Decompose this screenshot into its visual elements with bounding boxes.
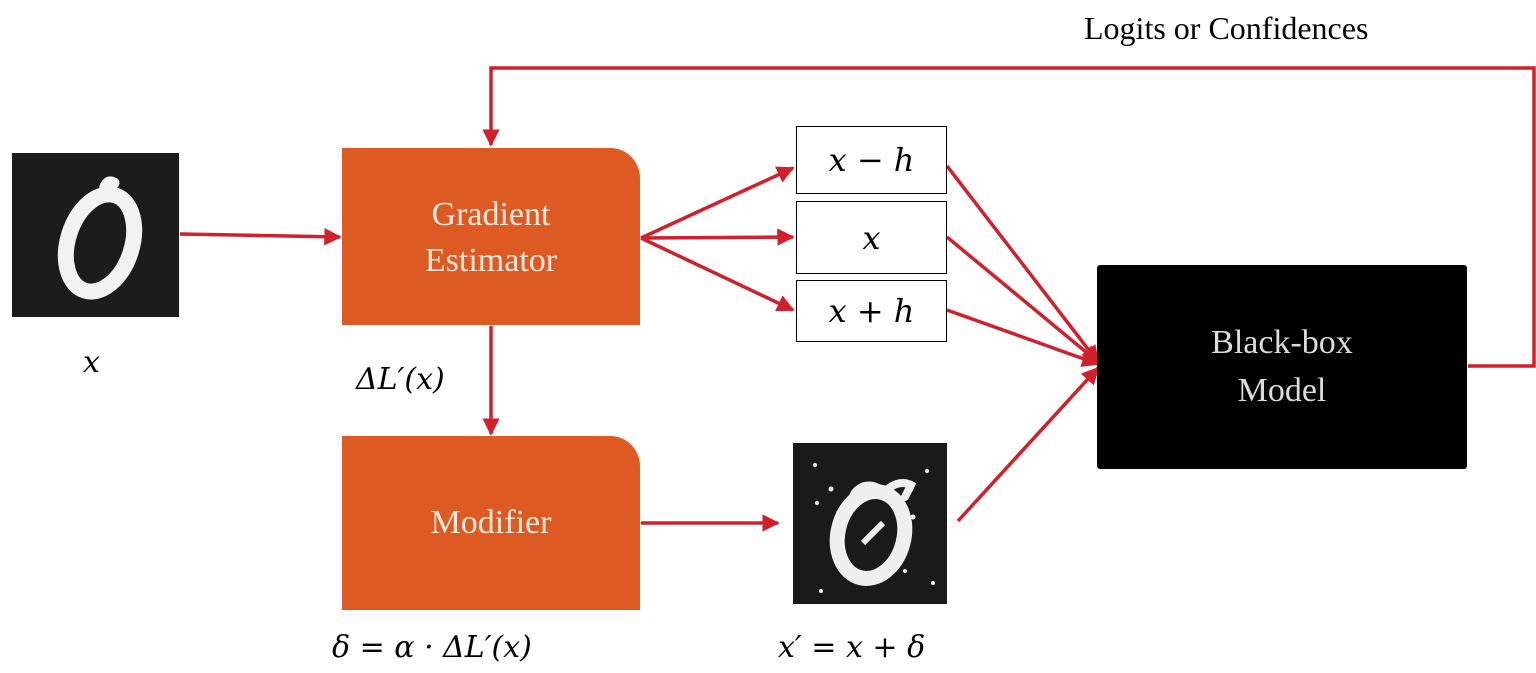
adversarial-label: x′ = x + δ: [778, 630, 926, 665]
blackbox-line2: Model: [1237, 372, 1327, 409]
feedback-label: Logits or Confidences: [1084, 10, 1369, 46]
perturbation-formula: δ = α · ΔL′(x): [332, 630, 532, 665]
probe-center-box: x: [796, 201, 947, 274]
blackbox-model-block: Black-box Model: [1097, 265, 1467, 469]
input-label: x: [83, 345, 100, 380]
gradient-estimator-block: Gradient Estimator: [342, 148, 640, 325]
adversarial-digit-image: [793, 443, 947, 604]
probe-plus-box: x + h: [796, 280, 947, 342]
modifier-block: Modifier: [342, 436, 640, 610]
blackbox-line1: Black-box: [1211, 324, 1353, 361]
gradient-estimator-line2: Estimator: [424, 242, 558, 279]
arrow-plus-to-model: [946, 308, 1100, 367]
arrow-adversarial-to-model: [956, 366, 1100, 523]
arrow-input-to-estimator: [179, 227, 342, 246]
arrow-estimator-to-center: [640, 228, 795, 246]
gradient-output-label: ΔL′(x): [356, 362, 445, 397]
input-digit-image: [12, 153, 179, 317]
gradient-estimator-line1: Gradient: [431, 196, 551, 233]
modifier-label: Modifier: [430, 504, 552, 541]
arrow-center-to-model: [945, 235, 1100, 364]
probe-minus-box: x − h: [796, 126, 947, 194]
arrow-minus-to-model: [945, 164, 1100, 364]
arrow-feedback-loop: [482, 66, 1536, 368]
arrow-estimator-to-plus: [640, 236, 795, 312]
arrow-estimator-to-minus: [640, 166, 795, 240]
